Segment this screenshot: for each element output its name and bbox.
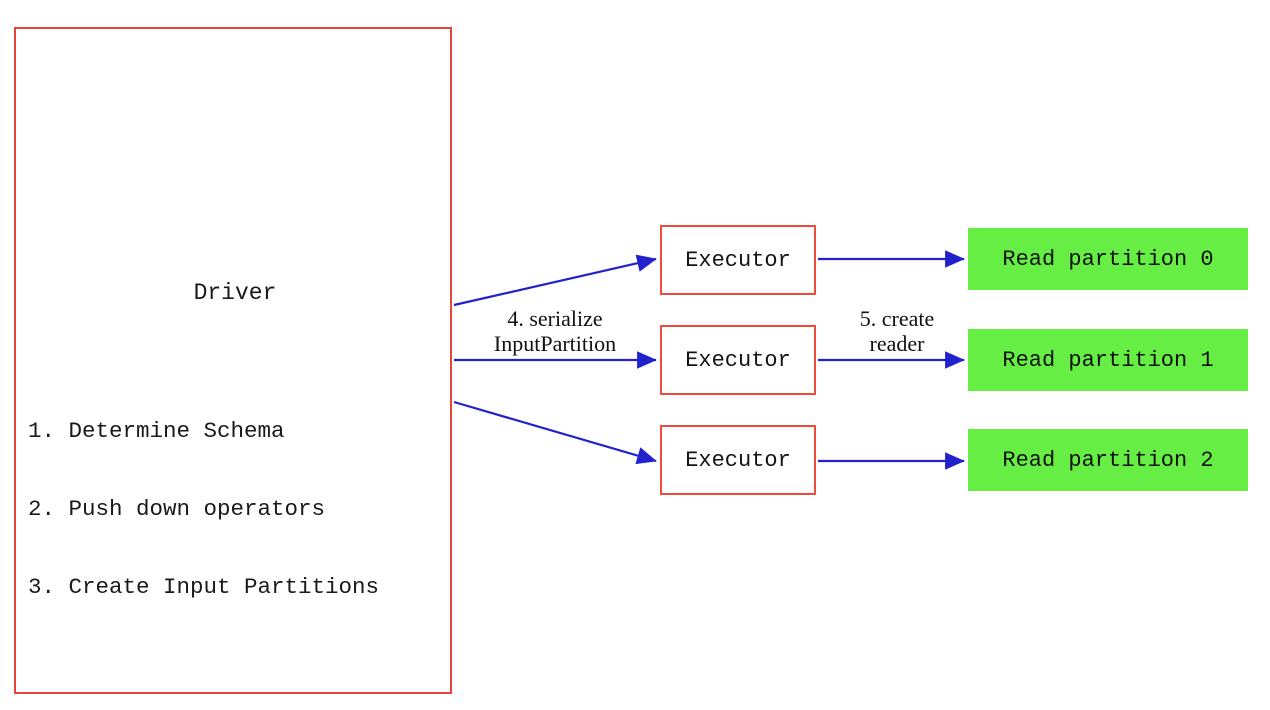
driver-box: Driver 1. Determine Schema 2. Push down … <box>14 27 452 694</box>
read-partition-box-2: Read partition 2 <box>968 429 1248 491</box>
executor-box-2: Executor <box>660 425 816 495</box>
executor-box-0: Executor <box>660 225 816 295</box>
driver-step-2: 2. Push down operators <box>28 496 326 522</box>
edge-label-serialize-inputpartition: 4. serialize InputPartition <box>466 306 644 356</box>
executor-box-1: Executor <box>660 325 816 395</box>
driver-step-3: 3. Create Input Partitions <box>28 574 380 600</box>
read-partition-box-1: Read partition 1 <box>968 329 1248 391</box>
edge-label-create-reader-line-2: reader <box>869 331 925 356</box>
driver-to-executor-0-arrow <box>453 254 657 307</box>
edge-label-create-reader: 5. create reader <box>824 306 970 356</box>
driver-title: Driver <box>193 280 277 306</box>
edge-label-serialize-line-1: 4. serialize <box>507 306 603 331</box>
driver-step-list: 1. Determine Schema 2. Push down operato… <box>28 366 448 652</box>
read-partition-box-0: Read partition 0 <box>968 228 1248 290</box>
edge-label-serialize-line-2: InputPartition <box>493 331 617 356</box>
edge-label-create-reader-line-1: 5. create <box>859 306 935 331</box>
driver-to-executor-2-arrow <box>453 400 657 465</box>
driver-step-1: 1. Determine Schema <box>28 418 285 444</box>
